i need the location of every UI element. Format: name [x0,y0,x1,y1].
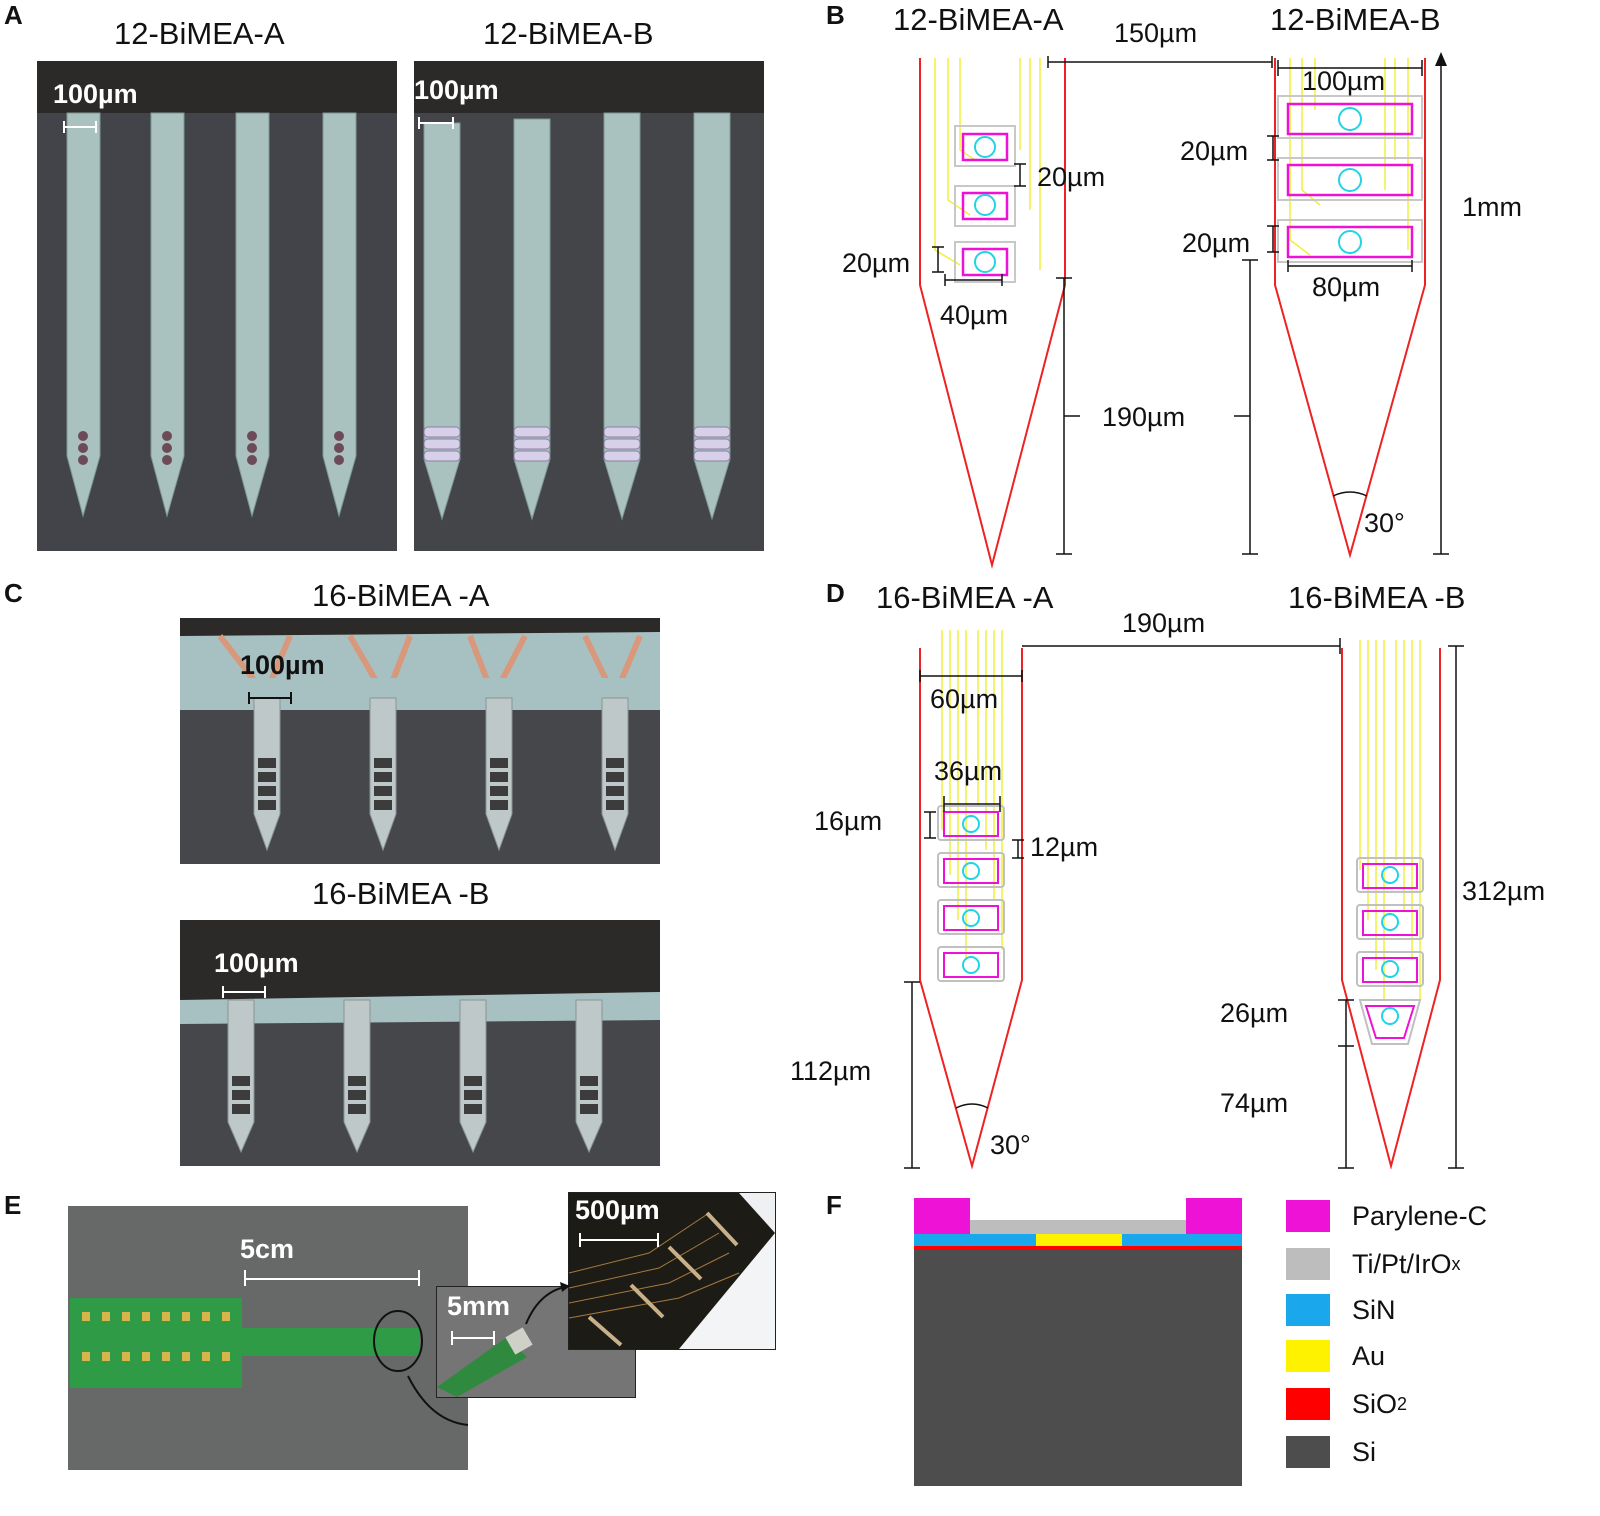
dim-width-a: 40µm [940,300,1009,330]
panel-b-label: B [826,0,845,30]
scalebar-label: 500µm [575,1195,660,1225]
legend-swatch [1286,1200,1330,1232]
panel-b-schematic [919,52,1449,569]
scalebar-label: 100µm [240,650,325,680]
dim-gap-b: 20µm [1180,136,1249,166]
scalebar [222,986,266,998]
panel-a-title-right: 12-BiMEA-B [483,16,654,51]
panel-b-title-left: 12-BiMEA-A [893,2,1064,37]
legend-label: SiN [1352,1294,1396,1325]
cross-section-diagram [914,1198,1242,1486]
legend-item: Parylene-C [1286,1200,1487,1232]
panel-d-schematic [904,630,1464,1170]
legend-swatch [1286,1294,1330,1326]
panel-e-label: E [4,1190,22,1220]
dim-site-gap: 12µm [1030,832,1099,862]
scalebar-label: 5mm [447,1291,511,1321]
panel-c-title-bottom: 16-BiMEA -B [312,876,490,911]
legend-subscript: x [1451,1253,1461,1274]
panel-a-label: A [4,0,23,30]
panel-c-photo-top: 100µm [180,618,660,864]
scalebar-label: 5cm [240,1234,295,1264]
dim-pitch: 190µm [1122,608,1206,638]
legend-swatch [1286,1248,1330,1280]
probe-array-photo [569,1193,775,1349]
dim-tip-b: 74µm [1220,1088,1289,1118]
legend-swatch [1286,1436,1330,1468]
scalebar-label: 100µm [214,948,299,978]
probe-photo-16a [180,618,660,852]
dim-length: 312µm [1462,876,1546,906]
dim-height-a: 20µm [842,248,911,278]
panel-c-label: C [4,578,23,608]
dim-site-width: 36µm [934,756,1003,786]
scalebar [63,121,97,133]
scalebar-label: 100µm [53,79,138,109]
dim-angle: 30° [1364,508,1405,538]
dim-shank-width: 60µm [930,684,999,714]
legend-label: Ti/Pt/IrO [1352,1248,1452,1279]
arrow-icon [525,1282,571,1325]
dim-length: 1mm [1462,192,1522,222]
scalebar [248,692,292,704]
panel-a-photo-right: 100µm [414,61,764,551]
panel-f-label: F [826,1190,842,1220]
dim-gap-a: 20µm [1037,162,1106,192]
panel-d-label: D [826,578,845,608]
dim-width-b: 100µm [1302,66,1386,96]
dim-angle: 30° [990,1130,1031,1160]
panel-a-photo-left: 100µm [37,61,397,551]
dim-tip: 190µm [1102,402,1186,432]
dim-tip-a: 112µm [790,1056,872,1086]
panel-b-title-right: 12-BiMEA-B [1270,2,1441,37]
dim-height-b: 20µm [1182,228,1251,258]
legend-item: Au [1286,1340,1385,1372]
probe-photo-12b [414,61,764,521]
legend-subscript: 2 [1397,1393,1408,1414]
panel-a-title-left: 12-BiMEA-A [114,16,285,51]
panel-e-photo-board: 5cm [68,1206,468,1470]
dim-pitch: 150µm [1114,18,1198,48]
legend-label: Au [1352,1340,1386,1371]
legend-swatch [1286,1388,1330,1420]
pcb-photo [68,1206,468,1470]
legend-label: SiO [1352,1388,1398,1419]
scalebar-label: 100µm [414,75,499,105]
probe-photo-12a [37,61,397,518]
legend-label: Parylene-C [1352,1200,1488,1231]
scalebar [418,117,454,129]
panel-c-title-top: 16-BiMEA -A [312,578,490,613]
legend-label: Si [1352,1436,1377,1467]
panel-c-photo-bottom: 100µm [180,920,660,1166]
panel-d-title-right: 16-BiMEA -B [1288,580,1466,615]
panel-e-photo-zoom2: 500µm [568,1192,776,1350]
dim-site-width-b: 80µm [1312,272,1381,302]
panel-d-title-left: 16-BiMEA -A [876,580,1054,615]
probe-photo-16b [180,920,660,1154]
dim-site-height: 16µm [814,806,883,836]
legend-item: SiN [1286,1294,1396,1326]
legend-item: Si [1286,1436,1376,1468]
dim-last-site: 26µm [1220,998,1289,1028]
legend-swatch [1286,1340,1330,1372]
